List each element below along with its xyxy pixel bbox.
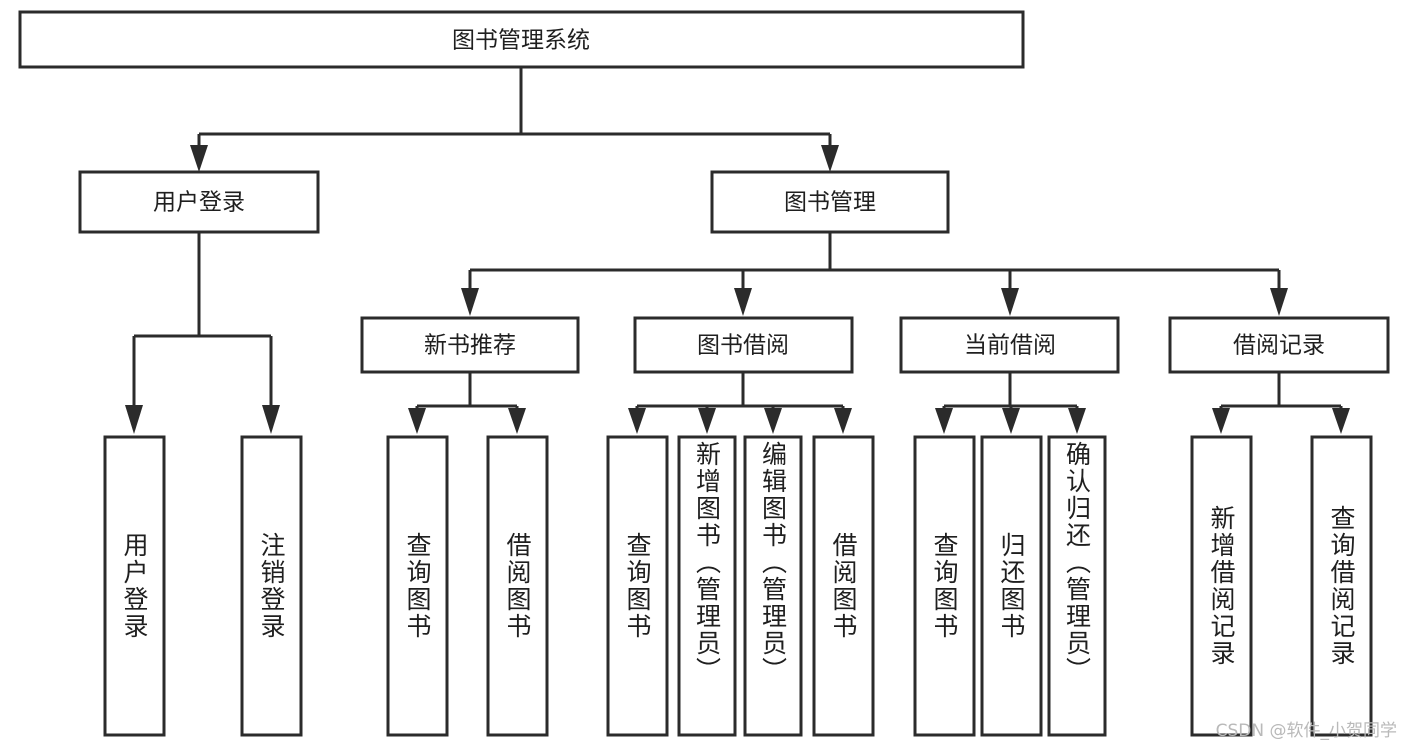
node-leaf-edit-book-box[interactable] (743, 435, 803, 737)
node-book-borrow-label: 图书借阅 (697, 333, 789, 359)
node-current-borrow-box[interactable] (899, 316, 1120, 374)
arrowhead-leaf-return-book (1002, 408, 1020, 434)
node-root-box[interactable] (18, 10, 1025, 69)
node-leaf-query-book-cur-box[interactable] (913, 435, 976, 737)
arrowhead-leaf-confirm-return (1068, 408, 1086, 434)
arrowhead-leaf-query-book-borrow (628, 408, 646, 434)
arrowhead-leaf-query-record (1332, 408, 1350, 434)
node-current-borrow-label: 当前借阅 (964, 333, 1056, 359)
node-book-borrow[interactable]: 图书借阅 (633, 316, 854, 374)
node-leaf-borrow-book-rec-box[interactable] (486, 435, 549, 737)
node-borrow-record-box[interactable] (1168, 316, 1390, 374)
node-leaf-query-book-rec-box[interactable] (386, 435, 449, 737)
node-leaf-return-book-box[interactable] (980, 435, 1043, 737)
node-leaf-borrow-book-box[interactable] (812, 435, 875, 737)
arrowhead-user-login (190, 145, 208, 172)
node-leaf-add-book-box[interactable] (677, 435, 737, 737)
arrowhead-current-borrow (1001, 288, 1019, 316)
connector-book-borrow-to-leaves (628, 372, 852, 434)
node-user-login[interactable]: 用户登录 (78, 170, 320, 234)
node-root-label: 图书管理系统 (452, 28, 590, 54)
node-leaf-add-record-box[interactable] (1190, 435, 1253, 737)
node-leaf-confirm-return-box[interactable] (1047, 435, 1107, 737)
connector-new-book-to-leaves (408, 372, 526, 434)
arrowhead-book-borrow (734, 288, 752, 316)
arrowhead-leaf-borrow-book-rec (508, 408, 526, 434)
node-book-manage-label: 图书管理 (784, 190, 876, 216)
arrowhead-leaf-borrow-book (834, 408, 852, 434)
arrowhead-borrow-record (1270, 288, 1288, 316)
arrowhead-leaf-edit-book (764, 408, 782, 434)
leaf-boxes (103, 435, 1373, 737)
arrowhead-leaf-add-book (698, 408, 716, 434)
node-book-manage[interactable]: 图书管理 (710, 170, 950, 234)
connector-root-to-level2 (190, 67, 839, 172)
node-book-manage-box[interactable] (710, 170, 950, 234)
node-new-book-recommend[interactable]: 新书推荐 (360, 316, 580, 374)
arrowhead-leaf-query-book-rec (408, 408, 426, 434)
connector-book-manage-to-level3 (461, 232, 1288, 316)
node-leaf-query-record-box[interactable] (1310, 435, 1373, 737)
connector-user-login-to-leaves (125, 232, 280, 434)
arrowhead-leaf-user-login (125, 405, 143, 434)
arrowhead-leaf-logout (262, 405, 280, 434)
node-new-book-recommend-box[interactable] (360, 316, 580, 374)
node-leaf-query-book-borrow-box[interactable] (606, 435, 669, 737)
node-user-login-box[interactable] (78, 170, 320, 234)
arrowhead-book-manage (821, 145, 839, 172)
node-borrow-record[interactable]: 借阅记录 (1168, 316, 1390, 374)
connector-current-borrow-to-leaves (935, 372, 1086, 434)
arrowhead-leaf-query-book-cur (935, 408, 953, 434)
arrowhead-new-book-recommend (461, 288, 479, 316)
node-user-login-label: 用户登录 (153, 190, 245, 216)
node-current-borrow[interactable]: 当前借阅 (899, 316, 1120, 374)
arrowhead-leaf-add-record (1212, 408, 1230, 434)
node-new-book-recommend-label: 新书推荐 (424, 333, 516, 359)
node-borrow-record-label: 借阅记录 (1233, 333, 1325, 359)
node-book-borrow-box[interactable] (633, 316, 854, 374)
watermark-text: CSDN @软件_小贺同学 (1215, 721, 1397, 741)
node-leaf-logout-box[interactable] (240, 435, 303, 737)
node-root[interactable]: 图书管理系统 (18, 10, 1025, 69)
connector-borrow-record-to-leaves (1212, 372, 1350, 434)
node-leaf-user-login-box[interactable] (103, 435, 166, 737)
